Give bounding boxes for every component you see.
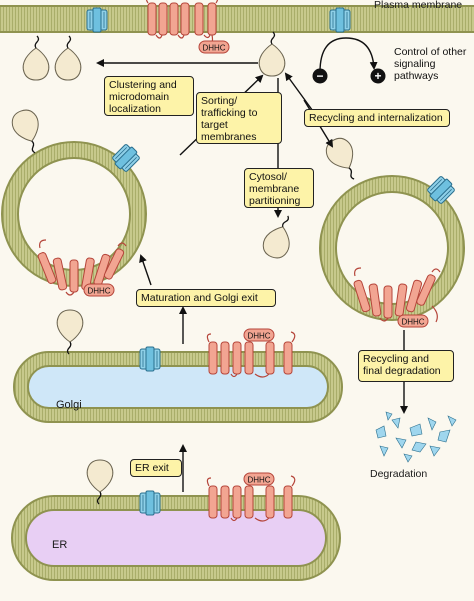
arrow-control-curve [319,37,378,73]
dhhc-enzyme-golgi: DHHC [243,328,275,342]
pm-channel-2 [329,7,351,33]
free-balloon-cytosol [259,210,300,262]
free-balloon-pm [258,31,286,77]
svg-text:DHHC: DHHC [401,318,424,327]
er-channel [139,490,161,516]
svg-text:+: + [374,69,381,83]
arrow-maturation [139,254,152,286]
svg-text:DHHC: DHHC [202,44,225,53]
dhhc-enzyme-er: DHHC [243,472,275,486]
golgi-receptor [206,331,296,378]
golgi-organelle [13,351,343,423]
degradation-fragments-icon [375,411,457,463]
right-vesicle-receptor [352,267,441,323]
svg-text:DHHC: DHHC [247,332,270,341]
recycling-internalization-box: Recycling and internalization [304,109,450,127]
svg-text:DHHC: DHHC [247,476,270,485]
er-label: ER [52,539,68,551]
golgi-label: Golgi [56,399,82,411]
sorting-box: Sorting/ trafficking to target membranes [196,92,282,144]
golgi-channel [139,346,161,372]
dhhc-enzyme-pm: DHHC [198,40,230,54]
control-text: Control of other signaling pathways [394,46,467,82]
degradation-label: Degradation [370,468,428,480]
er-exit-box: ER exit [130,459,182,477]
golgi-balloon [56,309,84,355]
svg-text:DHHC: DHHC [87,287,110,296]
pm-channel-1 [86,7,108,33]
clustering-box: Clustering and microdomain localization [104,76,194,116]
minus-sign-icon: − [312,68,328,84]
pm-balloon-1 [22,35,50,81]
left-vesicle-receptor [36,239,127,296]
plus-sign-icon: + [370,68,386,84]
plasma-membrane [0,5,474,33]
recycling-degradation-box: Recycling and final degradation [358,350,454,382]
maturation-box: Maturation and Golgi exit [136,289,276,307]
plasma-membrane-label: Plasma membrane [374,0,463,11]
svg-text:−: − [316,69,323,83]
er-receptor [206,475,296,522]
pm-balloon-2 [54,35,82,81]
dhhc-enzyme-right-vesicle: DHHC [397,314,429,328]
cytosol-box: Cytosol/ membrane partitioning [244,168,314,208]
dhhc-enzyme-left-vesicle: DHHC [83,283,115,297]
er-organelle [11,495,341,581]
